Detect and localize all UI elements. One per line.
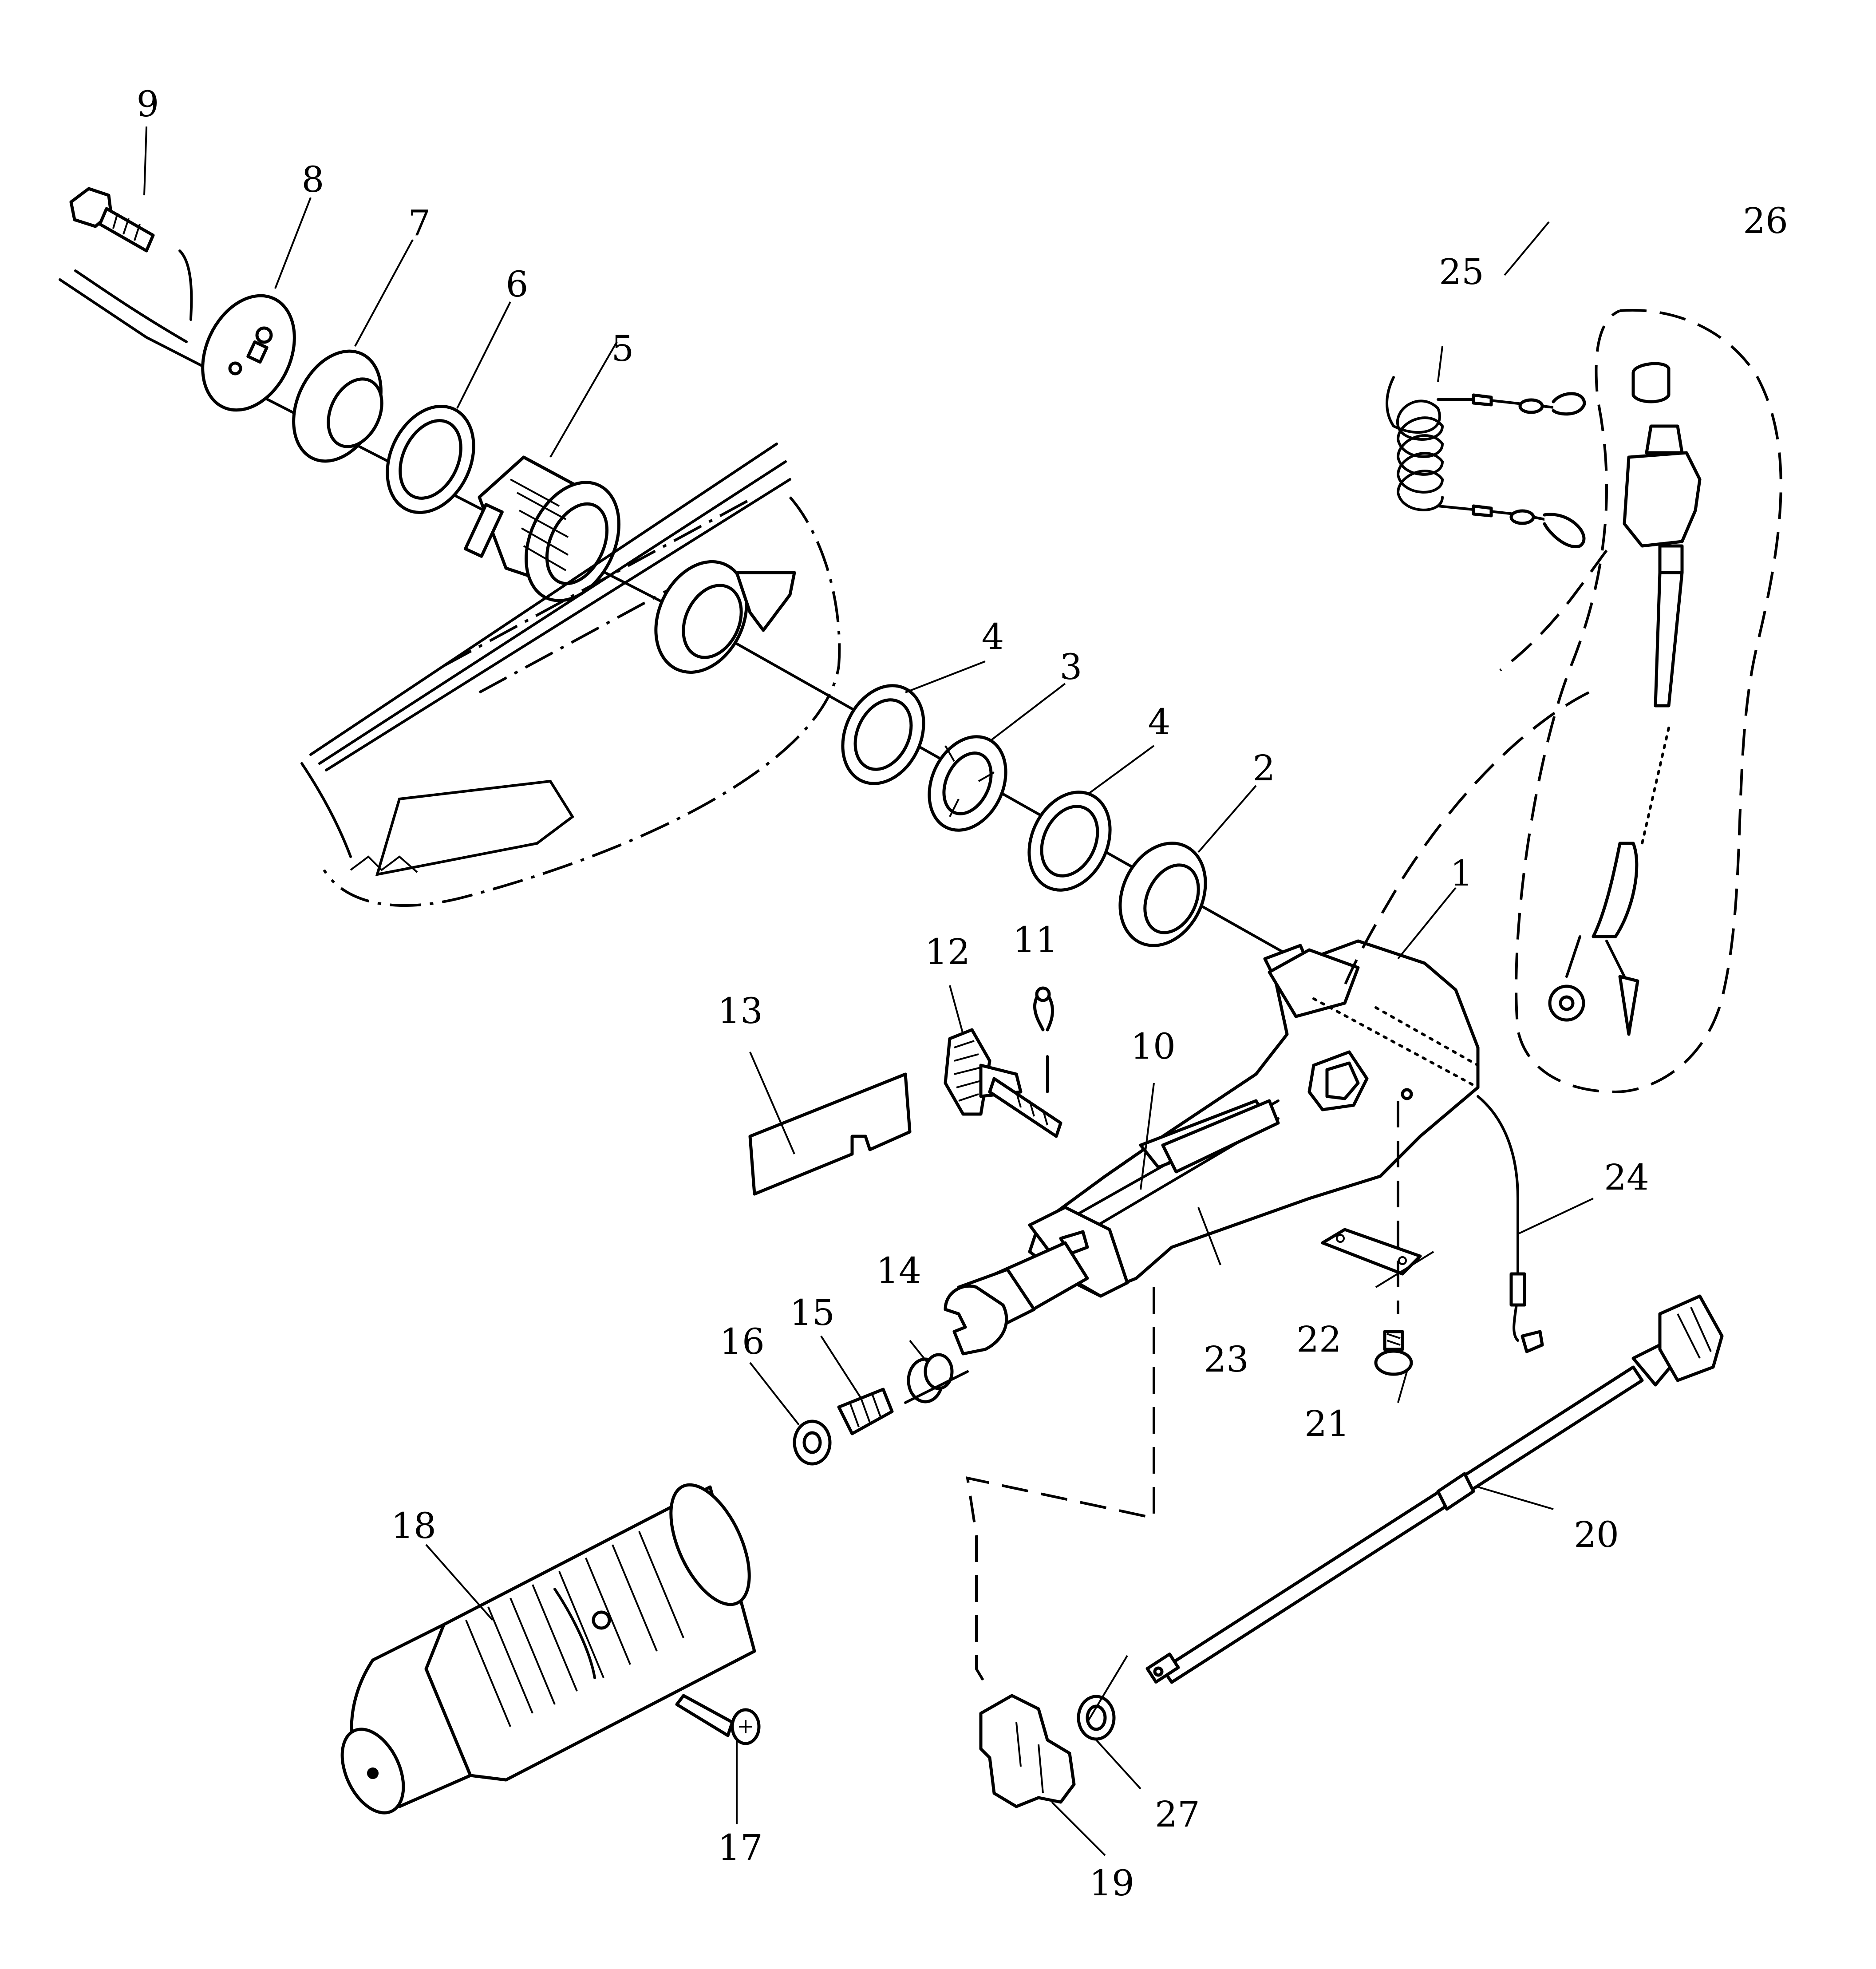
callout-16: 16 bbox=[719, 1321, 765, 1362]
part-13-decal bbox=[748, 1072, 912, 1196]
part-26-stop-switch bbox=[1343, 309, 1782, 1094]
part-11-cotter-pin bbox=[1033, 986, 1055, 1093]
leader-lines bbox=[143, 126, 1594, 1856]
callout-9: 9 bbox=[137, 83, 159, 125]
callout-17: 17 bbox=[718, 1827, 763, 1868]
part-4-washer-a bbox=[841, 684, 925, 785]
part-27-washer bbox=[1077, 1695, 1116, 1741]
part-23-label bbox=[1161, 1099, 1280, 1174]
part-3-split-ring bbox=[928, 735, 1007, 832]
callout-2: 2 bbox=[1253, 747, 1276, 789]
callout-19: 19 bbox=[1089, 1862, 1134, 1904]
callout-27: 27 bbox=[1155, 1794, 1200, 1835]
callout-14: 14 bbox=[876, 1250, 921, 1291]
callout-3: 3 bbox=[1060, 646, 1082, 688]
callout-8: 8 bbox=[302, 159, 324, 200]
callout-13: 13 bbox=[718, 990, 763, 1032]
callout-15: 15 bbox=[790, 1292, 835, 1333]
bolt-9-leader-line bbox=[178, 249, 193, 321]
callout-18: 18 bbox=[391, 1505, 436, 1546]
callout-20: 20 bbox=[1574, 1514, 1619, 1555]
part-21-screw bbox=[1374, 1330, 1413, 1376]
part-9-bolt bbox=[69, 187, 155, 253]
part-25-lanyard bbox=[1386, 376, 1586, 549]
callout-11: 11 bbox=[1013, 919, 1058, 961]
part-5-threaded-bushing bbox=[464, 455, 620, 602]
callout-10: 10 bbox=[1130, 1026, 1176, 1067]
callout-7: 7 bbox=[408, 202, 431, 244]
callout-26: 26 bbox=[1743, 200, 1788, 241]
callout-24: 24 bbox=[1604, 1157, 1649, 1198]
part-15-spring bbox=[837, 1388, 894, 1435]
part-2-bushing bbox=[1118, 842, 1207, 947]
part-18-grip bbox=[340, 1483, 756, 1815]
part-22-plate bbox=[1321, 1228, 1422, 1276]
part-8-plate bbox=[201, 294, 296, 412]
cowling-grommet bbox=[654, 560, 796, 674]
part-16-washer bbox=[793, 1419, 832, 1466]
part-4-washer-b bbox=[1027, 791, 1112, 892]
callout-21: 21 bbox=[1304, 1403, 1350, 1444]
part-19-clip bbox=[979, 1694, 1076, 1808]
callout-4-upper: 4 bbox=[982, 616, 1004, 657]
part-12-knob bbox=[944, 1028, 1062, 1138]
callout-6: 6 bbox=[506, 264, 529, 305]
part-6-ring bbox=[386, 404, 475, 514]
callout-23: 23 bbox=[1204, 1339, 1249, 1380]
part-24-lead-wire bbox=[1477, 1095, 1544, 1353]
part-10-clip-axis bbox=[966, 1287, 1155, 1692]
part-17-screw bbox=[675, 1694, 761, 1745]
callout-4-lower: 4 bbox=[1148, 701, 1171, 743]
callout-12: 12 bbox=[925, 931, 970, 973]
axis-line-14 bbox=[904, 1370, 969, 1404]
part-20-shaft bbox=[1145, 1294, 1724, 1684]
cowling-section bbox=[300, 443, 841, 907]
callout-1: 1 bbox=[1450, 853, 1473, 894]
callout-labels: 1 2 3 4 4 5 6 7 8 9 10 11 12 13 14 15 16… bbox=[137, 83, 1788, 1904]
part-14-cap bbox=[907, 1353, 954, 1404]
part-7-bushing bbox=[292, 349, 383, 463]
callout-5: 5 bbox=[612, 328, 634, 369]
callout-25: 25 bbox=[1439, 251, 1484, 293]
callout-22: 22 bbox=[1296, 1319, 1342, 1360]
